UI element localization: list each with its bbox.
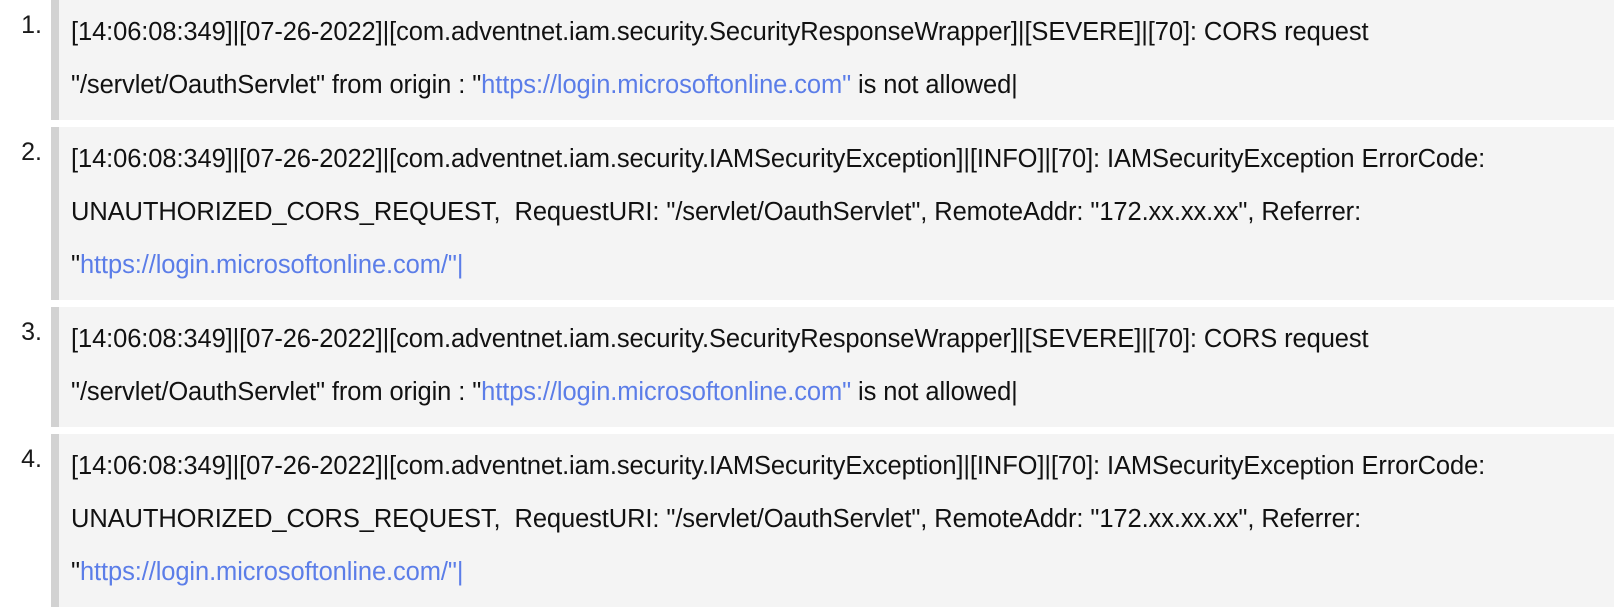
- log-entry-text: [14:06:08:349]|[07-26-2022]|[com.adventn…: [71, 440, 1604, 599]
- list-item-number: 2.: [21, 138, 42, 166]
- log-entry-text: [14:06:08:349]|[07-26-2022]|[com.adventn…: [71, 133, 1604, 292]
- list-item-number: 3.: [21, 318, 42, 346]
- log-entry-text-segment: [14:06:08:349]|[07-26-2022]|[com.adventn…: [71, 18, 1376, 99]
- log-entry-link[interactable]: https://login.microsoftonline.com/"|: [79, 558, 464, 586]
- log-entry-block: [14:06:08:349]|[07-26-2022]|[com.adventn…: [51, 307, 1614, 427]
- log-entry-text: [14:06:08:349]|[07-26-2022]|[com.adventn…: [71, 313, 1604, 419]
- log-entry-block: [14:06:08:349]|[07-26-2022]|[com.adventn…: [51, 127, 1614, 300]
- log-entry-text: [14:06:08:349]|[07-26-2022]|[com.adventn…: [71, 6, 1604, 112]
- log-entry-text-segment: is not allowed|: [851, 378, 1018, 406]
- log-entry-link[interactable]: https://login.microsoftonline.com": [481, 378, 852, 406]
- log-entry-text-segment: [14:06:08:349]|[07-26-2022]|[com.adventn…: [71, 325, 1376, 406]
- log-entry: 1. [14:06:08:349]|[07-26-2022]|[com.adven…: [0, 0, 1622, 120]
- log-entry: 4. [14:06:08:349]|[07-26-2022]|[com.adven…: [0, 434, 1622, 607]
- log-entry: 3. [14:06:08:349]|[07-26-2022]|[com.adven…: [0, 307, 1622, 427]
- log-entry-block: [14:06:08:349]|[07-26-2022]|[com.adventn…: [51, 434, 1614, 607]
- log-entry-block: [14:06:08:349]|[07-26-2022]|[com.adventn…: [51, 0, 1614, 120]
- list-item-number: 4.: [21, 445, 42, 473]
- log-entry-text-segment: [14:06:08:349]|[07-26-2022]|[com.adventn…: [71, 145, 1493, 279]
- log-entry: 2. [14:06:08:349]|[07-26-2022]|[com.adven…: [0, 127, 1622, 300]
- log-entry-link[interactable]: https://login.microsoftonline.com/"|: [79, 251, 464, 279]
- log-entry-link[interactable]: https://login.microsoftonline.com": [481, 71, 852, 99]
- list-item-number: 1.: [21, 11, 42, 39]
- log-entry-text-segment: [14:06:08:349]|[07-26-2022]|[com.adventn…: [71, 452, 1493, 586]
- log-entry-text-segment: is not allowed|: [851, 71, 1018, 99]
